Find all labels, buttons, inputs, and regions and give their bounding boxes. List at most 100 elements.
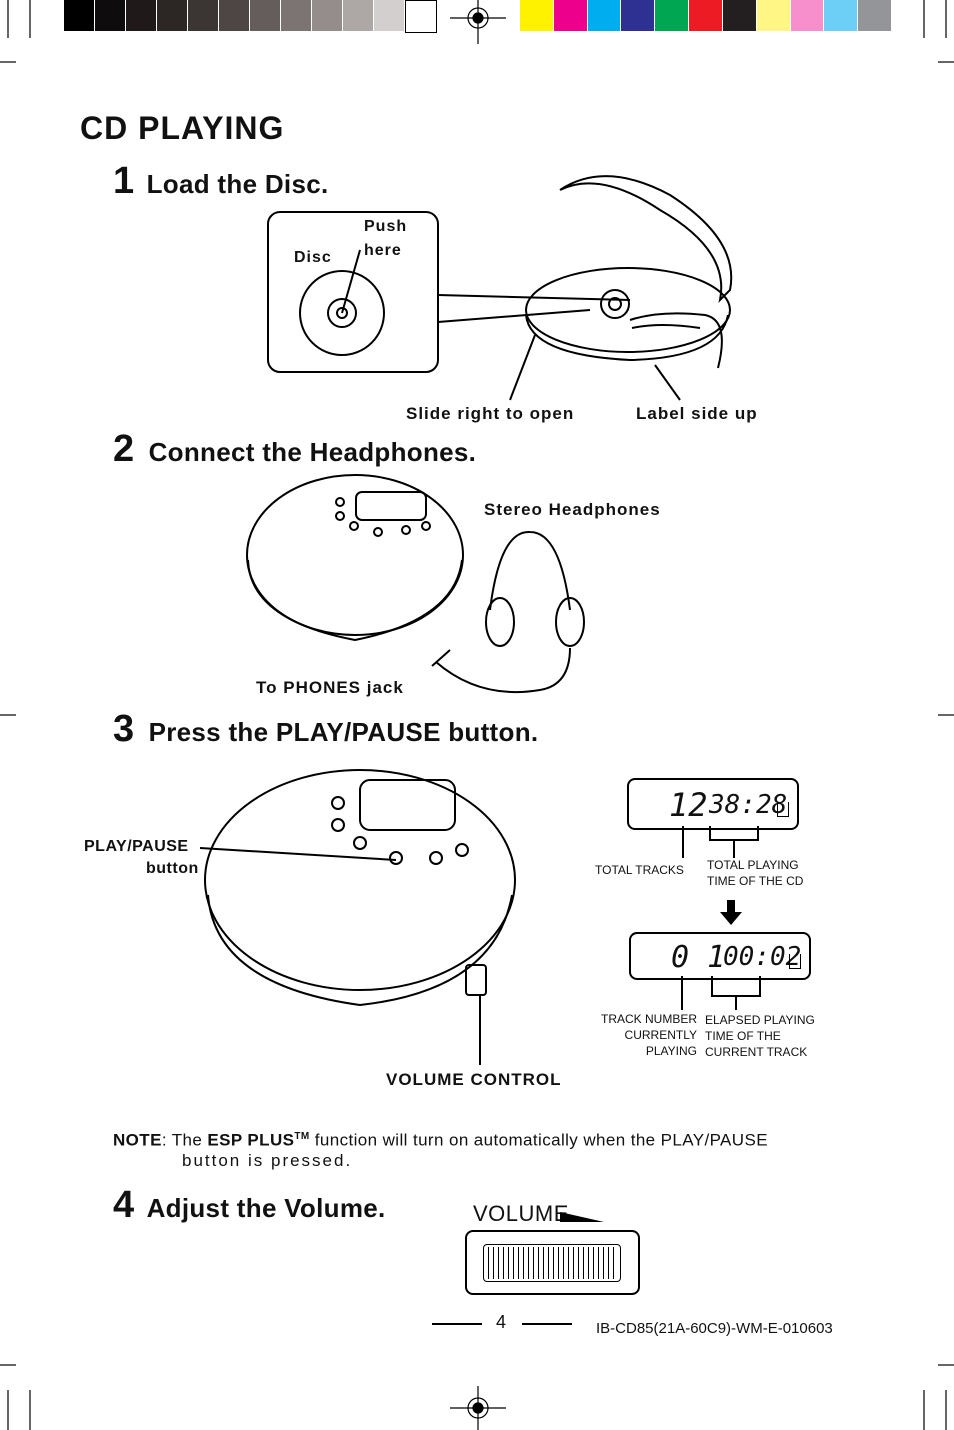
wheel-ridge	[588, 1247, 589, 1279]
volume-ramp-icon	[560, 1212, 604, 1222]
wheel-ridge	[603, 1247, 604, 1279]
total-tracks-label: TOTAL TRACKS	[595, 863, 684, 877]
step-number: 1	[113, 160, 135, 202]
wheel-ridge	[548, 1247, 549, 1279]
registration-mark-bottom	[450, 1386, 506, 1430]
wheel-ridge	[553, 1247, 554, 1279]
total-playing-label-1: TOTAL PLAYING	[707, 858, 799, 872]
elapsed-label-2: TIME OF THE	[705, 1029, 781, 1043]
note-line-2: button is pressed.	[182, 1151, 353, 1170]
cd-player-illustration	[204, 769, 516, 1065]
color-swatch	[790, 0, 824, 31]
page-title: CD PLAYING	[80, 110, 285, 146]
volume-wheel	[465, 1230, 640, 1295]
step-3-heading: 3 Press the PLAY/PAUSE button.	[113, 708, 538, 751]
wheel-ridge	[528, 1247, 529, 1279]
trademark: TM	[294, 1131, 310, 1142]
wheel-ridge	[578, 1247, 579, 1279]
wheel-ridge	[558, 1247, 559, 1279]
play-pause-label: PLAY/PAUSE	[84, 838, 189, 855]
headphones-illustration	[246, 474, 585, 694]
disc-label: Disc	[294, 249, 332, 266]
step-1-heading: 1 Load the Disc.	[113, 160, 329, 203]
stereo-headphones-label: Stereo Headphones	[484, 500, 661, 519]
wheel-ridge	[493, 1247, 494, 1279]
step-text: Connect the Headphones.	[148, 437, 477, 467]
step-text: Load the Disc.	[146, 169, 329, 199]
step-text: Adjust the Volume.	[146, 1193, 386, 1223]
disc-indicator-icon	[777, 802, 789, 817]
wheel-ridge	[508, 1247, 509, 1279]
wheel-ridge	[583, 1247, 584, 1279]
color-swatch	[157, 0, 187, 31]
button-label: button	[146, 860, 199, 877]
color-swatch	[219, 0, 249, 31]
document-code: IB-CD85(21A-60C9)-WM-E-010603	[596, 1320, 833, 1337]
wheel-ridge	[538, 1247, 539, 1279]
color-bar	[520, 0, 892, 31]
esp-plus: ESP PLUS	[207, 1130, 295, 1150]
note-post: function will turn on automatically when…	[309, 1130, 768, 1150]
color-swatch	[312, 0, 342, 31]
phones-jack-label: To PHONES jack	[256, 678, 404, 697]
registration-mark-top	[450, 0, 506, 44]
wheel-ridge	[533, 1247, 534, 1279]
grayscale-bar	[64, 0, 437, 33]
down-arrow-icon	[720, 900, 742, 925]
step-4-heading: 4 Adjust the Volume.	[113, 1184, 386, 1227]
wheel-ridge	[513, 1247, 514, 1279]
wheel-ridge	[613, 1247, 614, 1279]
color-swatch	[405, 0, 437, 33]
step-number: 4	[113, 1184, 135, 1226]
elapsed-time-digits: 00:02	[723, 942, 802, 972]
page-number: 4	[496, 1312, 507, 1332]
color-swatch	[858, 0, 891, 31]
load-disc-illustration	[267, 175, 733, 401]
wheel-ridge	[568, 1247, 569, 1279]
note: NOTE: The ESP PLUSTM function will turn …	[113, 1126, 873, 1152]
color-swatch	[520, 0, 553, 31]
note-pre: : The	[161, 1130, 208, 1150]
track-number-label-2: CURRENTLY	[624, 1028, 697, 1042]
wheel-ridge	[488, 1247, 489, 1279]
track-number-label-1: TRACK NUMBER	[600, 1012, 697, 1026]
wheel-ridge	[503, 1247, 504, 1279]
color-swatch	[553, 0, 587, 31]
step-text: Press the PLAY/PAUSE button.	[148, 717, 539, 747]
color-swatch	[343, 0, 373, 31]
wheel-ridge	[593, 1247, 594, 1279]
step-2-heading: 2 Connect the Headphones.	[113, 428, 476, 471]
here-label: here	[364, 242, 402, 259]
color-swatch	[756, 0, 790, 31]
color-swatch	[374, 0, 404, 31]
disc-indicator-icon	[789, 954, 801, 969]
wheel-ridge	[563, 1247, 564, 1279]
color-swatch	[621, 0, 655, 31]
wheel-ridge	[523, 1247, 524, 1279]
elapsed-label-1: ELAPSED PLAYING	[705, 1013, 815, 1027]
label-side-up: Label side up	[636, 404, 758, 423]
wheel-ridge	[608, 1247, 609, 1279]
color-swatch	[689, 0, 722, 31]
slide-label: Slide right to open	[406, 404, 575, 423]
color-swatch	[250, 0, 280, 31]
wheel-ridge	[498, 1247, 499, 1279]
color-swatch	[281, 0, 311, 31]
push-label: Push	[364, 218, 408, 235]
step-number: 3	[113, 708, 135, 750]
color-swatch	[587, 0, 621, 31]
step-number: 2	[113, 428, 135, 470]
wheel-ridge	[543, 1247, 544, 1279]
track-number-label-3: PLAYING	[645, 1044, 697, 1058]
elapsed-label-3: CURRENT TRACK	[705, 1045, 808, 1059]
note-label: NOTE	[113, 1130, 162, 1150]
wheel-ridge	[573, 1247, 574, 1279]
color-swatch	[64, 0, 94, 31]
volume-label: VOLUME	[473, 1201, 569, 1226]
total-time-digits: 38:28	[709, 790, 788, 820]
color-swatch	[722, 0, 756, 31]
color-swatch	[188, 0, 218, 31]
